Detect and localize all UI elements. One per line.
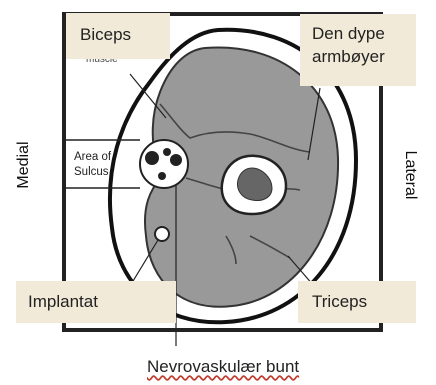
deep-flexor-label: Den dype armbøyer <box>300 14 416 86</box>
lateral-label: Lateral <box>401 151 419 200</box>
deep-flexor-label-line1: Den dype <box>312 22 410 45</box>
vessel-4 <box>158 172 166 180</box>
deep-flexor-label-line2: armbøyer <box>312 45 410 68</box>
neurovascular-bundle-label: Nevrovaskulær bunt <box>147 357 299 377</box>
vessel-2 <box>163 148 171 156</box>
neurovascular-bundle <box>140 140 188 188</box>
implant-label: Implantat <box>16 281 176 323</box>
triceps-label: Triceps <box>298 281 416 323</box>
medial-label: Medial <box>15 141 33 188</box>
implant-marker <box>155 227 169 241</box>
sulcus-label-line2: Sulcus <box>74 166 109 178</box>
sulcus-label-line1: Area of <box>74 151 112 163</box>
vessel-3 <box>170 154 182 166</box>
vessel-1 <box>145 151 159 165</box>
biceps-label: Biceps <box>66 13 170 59</box>
